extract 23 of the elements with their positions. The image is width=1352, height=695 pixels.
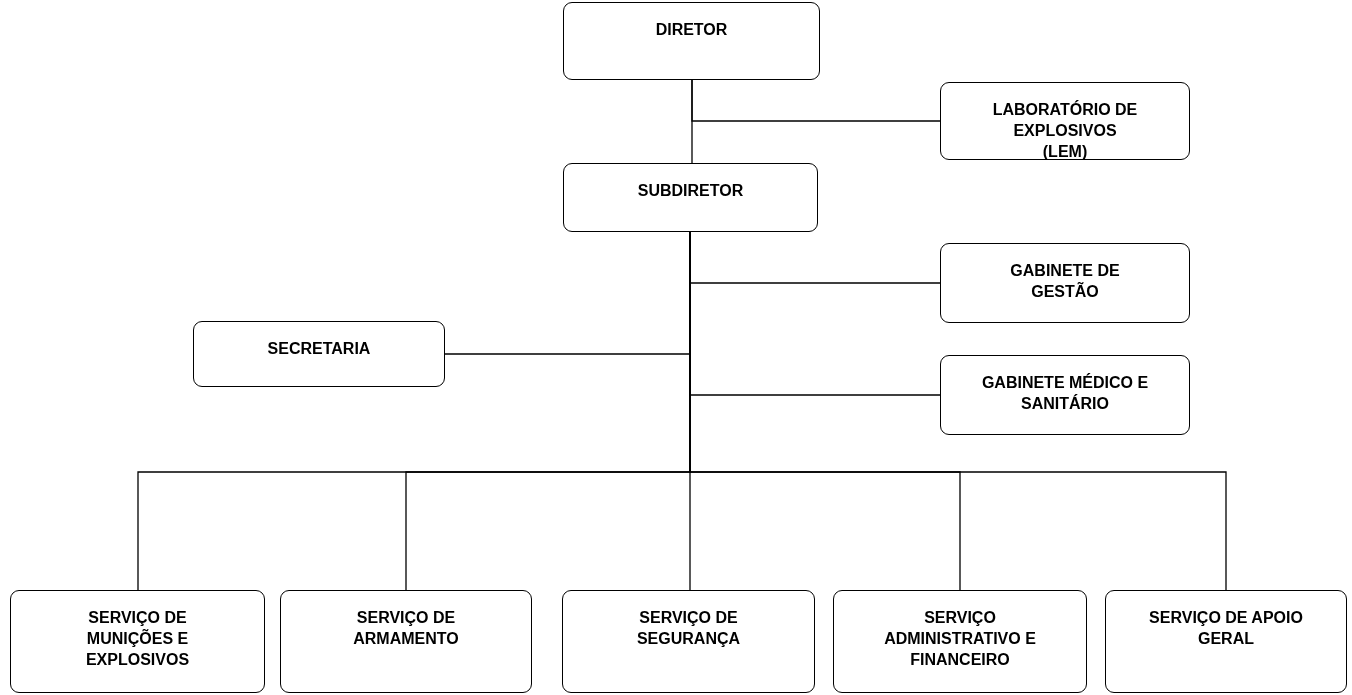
- unit-name: SERVIÇO ADMINISTRATIVO E FINANCEIRO: [883, 608, 1037, 670]
- org-box: [1105, 590, 1347, 693]
- unit-name: LABORATÓRIO DE EXPLOSIVOS (LEM): [991, 99, 1139, 162]
- unit-name: GABINETE MÉDICO E SANITÁRIO: [980, 372, 1150, 414]
- unit-name: SERVIÇO DE SEGURANÇA: [635, 608, 742, 649]
- connector-line: [691, 79, 941, 122]
- org-box: [563, 2, 820, 80]
- unit-name: DIRETOR: [655, 20, 728, 40]
- org-box: [940, 243, 1190, 323]
- unit-name: SERVIÇO DE ARMAMENTO: [352, 608, 460, 649]
- org-box: [562, 590, 815, 693]
- org-box: [280, 590, 532, 693]
- org-box: [940, 82, 1190, 160]
- unit-name: SERVIÇO DE MUNIÇÕES E EXPLOSIVOS: [84, 608, 191, 670]
- org-box: [833, 590, 1087, 693]
- unit-name: SERVIÇO DE APOIO GERAL: [1148, 608, 1304, 649]
- org-box: [10, 590, 265, 693]
- org-box: [193, 321, 445, 387]
- unit-name: SUBDIRETOR: [637, 181, 744, 201]
- org-box: [563, 163, 818, 232]
- unit-name: SECRETARIA: [267, 339, 371, 359]
- unit-name: GABINETE DE GESTÃO: [1009, 261, 1121, 302]
- org-box: [940, 355, 1190, 435]
